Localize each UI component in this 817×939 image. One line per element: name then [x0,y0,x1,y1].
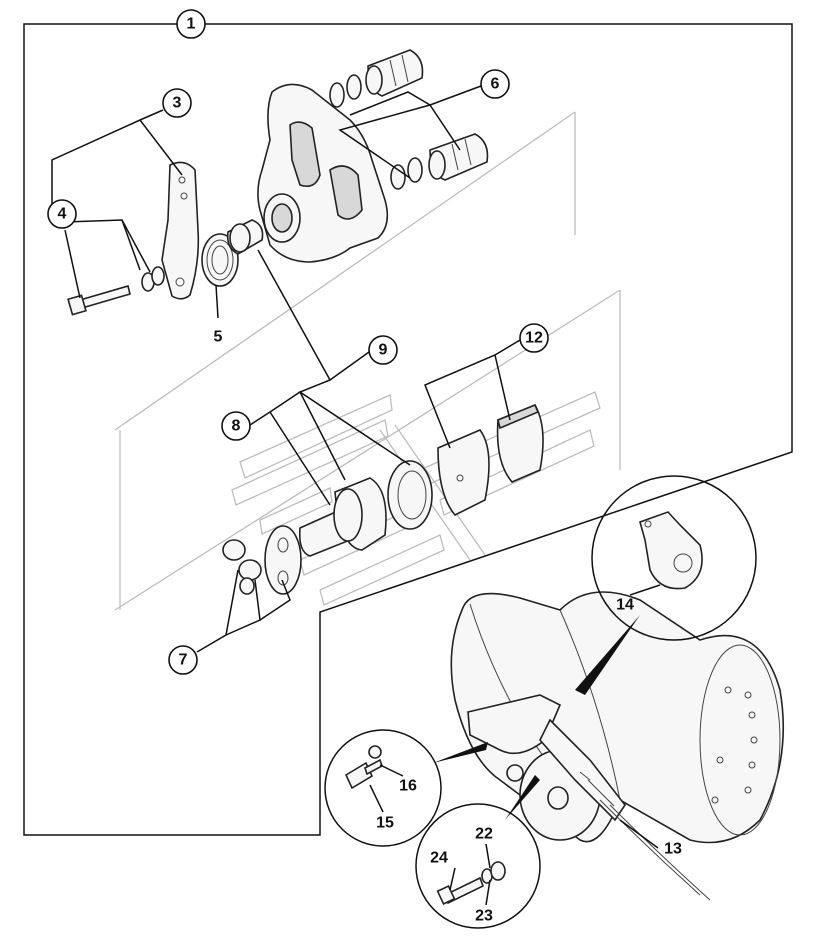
svg-text:6: 6 [491,76,500,93]
seal-rings [329,74,423,190]
svg-text:12: 12 [525,330,543,347]
leader-arrow-14 [575,615,640,695]
detail-circle-22-24 [415,803,541,929]
callout-12: 12 [519,323,549,353]
callout-3: 3 [162,88,192,118]
callout-23: 23 [475,908,493,925]
leader-arrow-22 [505,775,540,820]
callout-8: 8 [221,411,251,441]
callout-4: 4 [47,199,77,229]
callout-7: 7 [168,645,198,675]
brake-pad-inner [437,429,490,516]
leader-lines [51,85,661,906]
leader-arrow-15 [433,742,488,763]
return-spring [201,233,239,287]
callout-5: 5 [214,329,223,346]
svg-text:8: 8 [232,418,241,435]
pin-bushing-upper [365,49,424,97]
lever-bracket [161,161,200,300]
callout-13: 13 [664,841,682,858]
callout-9: 9 [368,335,398,365]
svg-text:4: 4 [58,206,67,223]
callout-24: 24 [430,850,448,867]
callout-14: 14 [616,597,634,614]
callout-22: 22 [475,826,493,843]
svg-text:9: 9 [379,342,388,359]
caliper-housing [257,83,389,263]
caliper-piston [226,219,264,255]
callout-6: 6 [480,69,510,99]
svg-text:7: 7 [179,652,188,669]
detail-circle-14 [591,475,757,641]
bolt-washer [67,266,165,316]
svg-text:3: 3 [173,95,182,112]
backing-plate [264,525,302,595]
hub-bolts [711,686,758,804]
callout-15: 15 [376,815,394,832]
brake-pad-outer [496,403,544,483]
callout-16: 16 [399,778,417,795]
cable [599,799,711,901]
actuator-piston-assembly [298,477,387,557]
o-rings [222,539,262,595]
svg-text:1: 1 [187,16,196,33]
installed-brake-assembly [467,694,626,841]
callout-1: 1 [176,9,206,39]
detail-circle-15-16 [324,729,442,847]
piston-seal-ring [387,460,433,530]
pin-bushing-lower [428,133,489,181]
kit-boundary-frame [23,23,793,836]
